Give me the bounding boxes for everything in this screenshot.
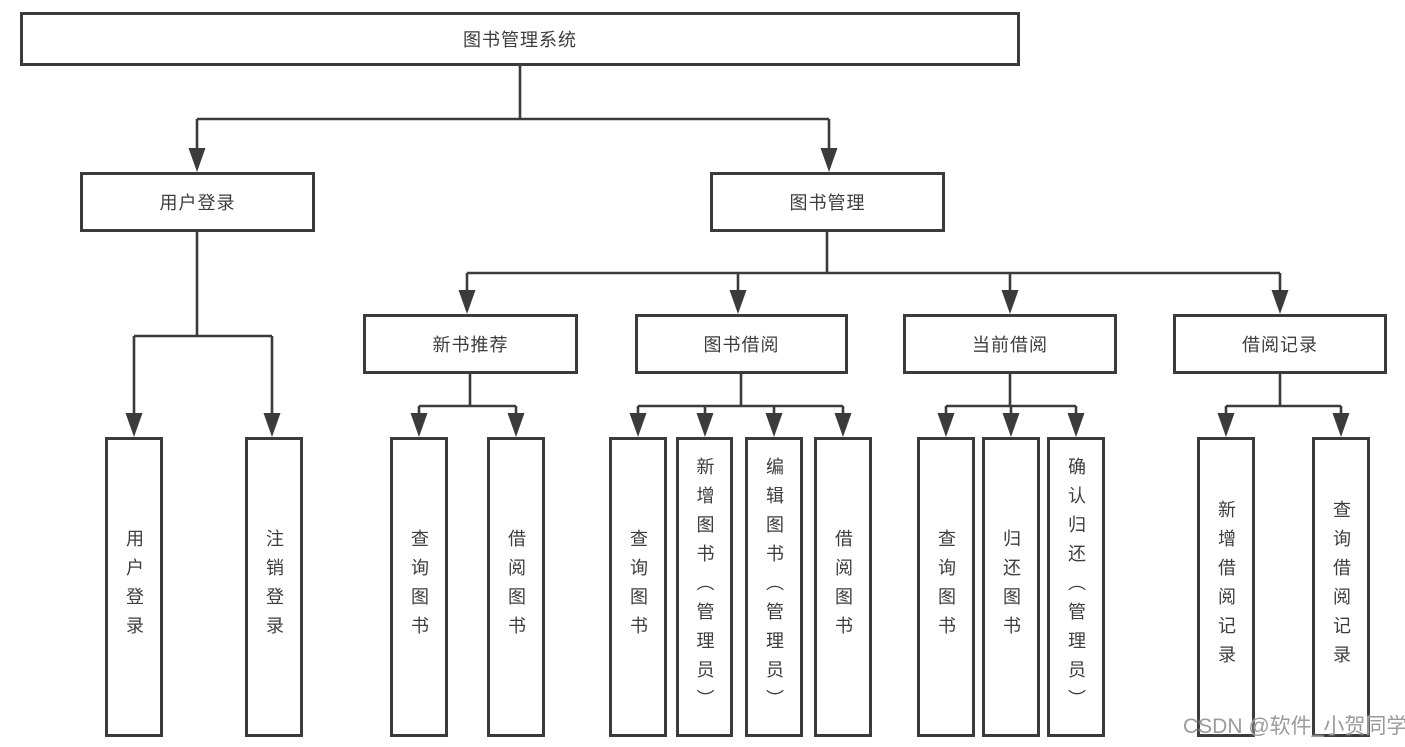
leaf-edit-book-admin-label: 编辑图书（管理员） (764, 456, 784, 718)
leaf-query-books-borrowing: 查询图书 (609, 437, 667, 737)
leaf-add-borrow-record: 新增借阅记录 (1197, 437, 1255, 737)
leaf-edit-book-admin: 编辑图书（管理员） (745, 437, 803, 737)
leaf-borrow-books-borrowing-label: 借阅图书 (833, 529, 853, 645)
csdn-watermark: CSDN @软件_小贺同学 (1183, 715, 1405, 738)
node-library-system-label: 图书管理系统 (463, 30, 577, 50)
leaf-query-books-borrowing-label: 查询图书 (628, 529, 648, 645)
leaf-return-books: 归还图书 (982, 437, 1040, 737)
node-borrowing-records-label: 借阅记录 (1242, 335, 1318, 355)
node-library-system: 图书管理系统 (20, 12, 1020, 66)
leaf-logout-label: 注销登录 (264, 529, 284, 645)
leaf-borrow-books-recommend: 借阅图书 (487, 437, 545, 737)
edge-user-login-to-leaves (125, 232, 281, 437)
node-book-management: 图书管理 (710, 172, 945, 232)
leaf-query-books-recommend-label: 查询图书 (409, 529, 429, 645)
edge-root-to-level2 (188, 66, 838, 172)
leaf-add-borrow-record-label: 新增借阅记录 (1216, 500, 1236, 674)
node-current-borrowing-label: 当前借阅 (972, 335, 1048, 355)
node-new-book-recommend-label: 新书推荐 (432, 335, 509, 355)
edge-book-management-to-level3 (458, 232, 1289, 314)
leaf-user-login: 用户登录 (105, 437, 163, 737)
node-current-borrowing: 当前借阅 (903, 314, 1117, 374)
leaf-user-login-label: 用户登录 (124, 529, 144, 645)
edge-current-borrowing-to-leaves (937, 374, 1085, 437)
leaf-return-books-label: 归还图书 (1001, 529, 1021, 645)
node-book-borrowing-label: 图书借阅 (703, 335, 780, 355)
edge-new-book-recommend-to-leaves (410, 374, 525, 437)
leaf-query-books-current-label: 查询图书 (936, 529, 956, 645)
node-book-borrowing: 图书借阅 (635, 314, 848, 374)
leaf-confirm-return-admin-label: 确认归还（管理员） (1066, 456, 1086, 718)
leaf-add-book-admin: 新增图书（管理员） (676, 437, 733, 737)
node-borrowing-records: 借阅记录 (1173, 314, 1387, 374)
leaf-query-borrow-record-label: 查询借阅记录 (1331, 500, 1351, 674)
leaf-query-borrow-record: 查询借阅记录 (1312, 437, 1370, 737)
edge-book-borrowing-to-leaves (629, 374, 852, 437)
node-book-management-label: 图书管理 (789, 193, 866, 213)
leaf-borrow-books-recommend-label: 借阅图书 (506, 529, 526, 645)
leaf-logout: 注销登录 (245, 437, 303, 737)
leaf-query-books-current: 查询图书 (917, 437, 975, 737)
leaf-add-book-admin-label: 新增图书（管理员） (694, 456, 715, 718)
node-new-book-recommend: 新书推荐 (363, 314, 578, 374)
edge-borrowing-records-to-leaves (1217, 374, 1350, 437)
leaf-query-books-recommend: 查询图书 (390, 437, 448, 737)
node-user-login: 用户登录 (80, 172, 315, 232)
node-user-login-label: 用户登录 (159, 193, 236, 213)
leaf-confirm-return-admin: 确认归还（管理员） (1047, 437, 1105, 737)
leaf-borrow-books-borrowing: 借阅图书 (814, 437, 872, 737)
